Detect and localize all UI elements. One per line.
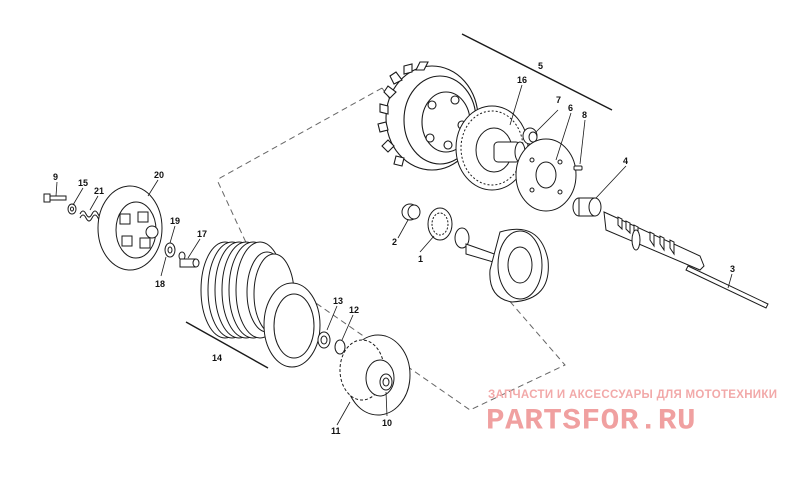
callout-9: 9 — [53, 172, 58, 182]
callout-16: 16 — [517, 75, 527, 85]
pin-8 — [573, 165, 583, 171]
callout-11: 11 — [331, 426, 341, 436]
bush-4 — [572, 197, 602, 217]
small-spur-gear — [427, 207, 470, 249]
thrust-washer — [515, 138, 577, 212]
washer-12 — [334, 339, 346, 355]
push-rod — [685, 265, 769, 309]
callout-5: 5 — [538, 61, 543, 71]
callout-18: 18 — [155, 279, 165, 289]
callout-4: 4 — [623, 156, 628, 166]
group-bracket-line — [461, 33, 613, 111]
callout-19: 19 — [170, 216, 180, 226]
needle-bearing — [401, 203, 421, 221]
watermark-subtitle: ЗАПЧАСТИ И АКСЕССУАРЫ ДЛЯ МОТОТЕХНИКИ — [488, 389, 778, 401]
clutch-plate-pack — [200, 241, 295, 339]
callout-8: 8 — [582, 110, 587, 120]
hub-nut — [379, 373, 393, 391]
spring-washer-13 — [317, 331, 331, 349]
friction-plate — [263, 282, 321, 368]
callout-17: 17 — [197, 229, 207, 239]
callout-7: 7 — [556, 95, 561, 105]
callout-13: 13 — [333, 296, 343, 306]
release-bearing — [164, 242, 176, 258]
callout-20: 20 — [154, 170, 164, 180]
primary-driven-gear — [455, 105, 529, 191]
plate-pack-bracket — [185, 321, 269, 369]
push-piece — [179, 258, 200, 268]
clutch-basket — [377, 61, 479, 171]
callout-2: 2 — [392, 237, 397, 247]
pressure-plate — [97, 185, 163, 271]
washer-15 — [67, 203, 77, 215]
callout-1: 1 — [418, 254, 423, 264]
callout-10: 10 — [382, 418, 392, 428]
callout-14: 14 — [212, 353, 222, 363]
callout-12: 12 — [349, 305, 359, 315]
clutch-inner-hub — [339, 334, 411, 416]
watermark-brand[interactable]: PARTSFOR.RU — [486, 404, 697, 439]
callout-15: 15 — [78, 178, 88, 188]
leader-lines — [55, 84, 733, 426]
main-shaft — [603, 211, 705, 271]
clutch-hub-shaft — [465, 228, 549, 303]
callout-labels: 1 2 3 4 5 6 7 8 9 10 11 12 13 14 15 16 1… — [53, 61, 735, 436]
callout-3: 3 — [730, 264, 735, 274]
callout-21: 21 — [94, 186, 104, 196]
bolt-9 — [43, 193, 67, 203]
callout-6: 6 — [568, 103, 573, 113]
